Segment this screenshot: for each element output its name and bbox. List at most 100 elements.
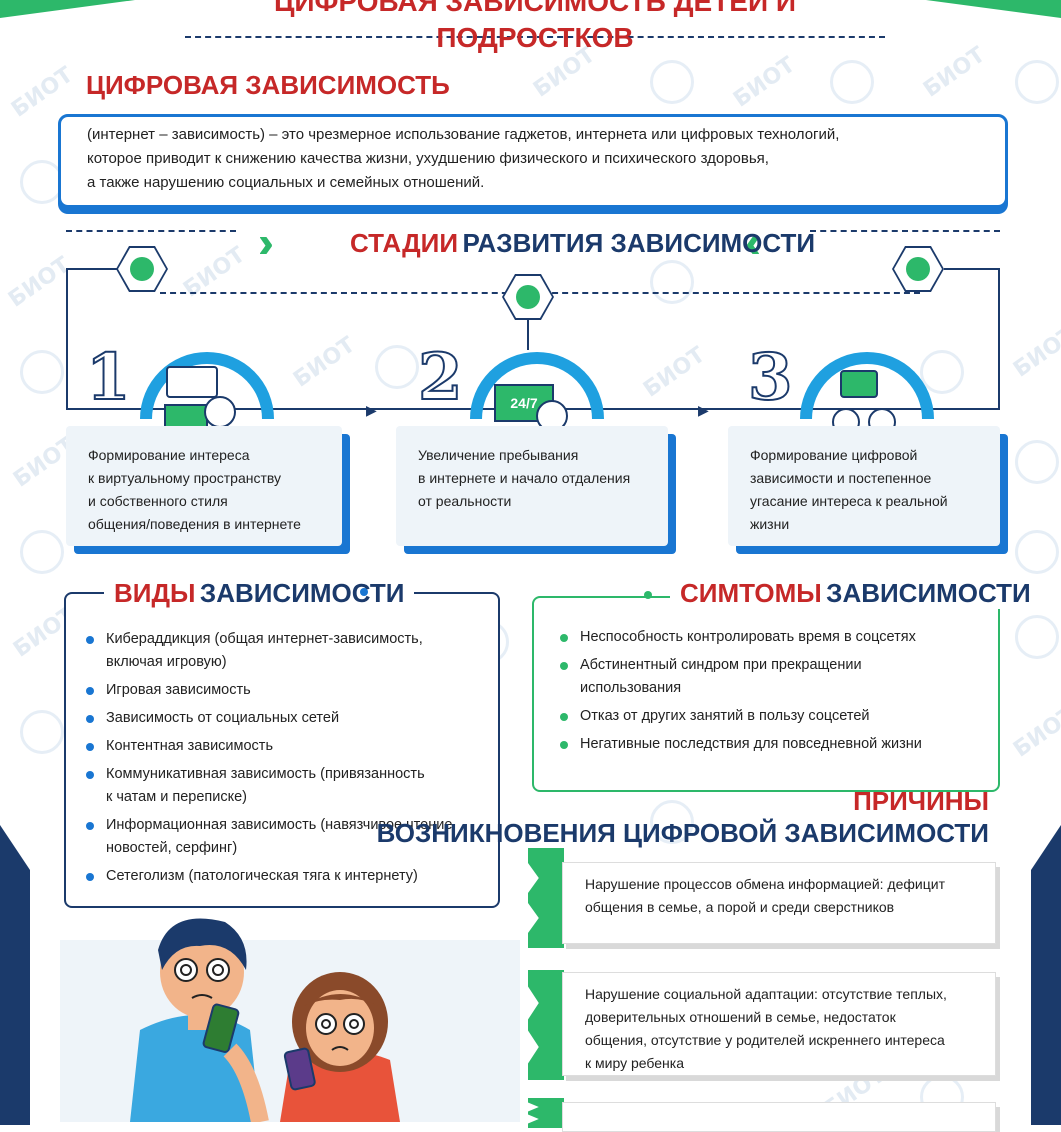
watermark-text: БИОТ [1009, 322, 1061, 383]
watermark-text: БИОТ [639, 342, 710, 403]
stage-text: Формирование цифровой [750, 447, 918, 463]
stage-text: зависимости и постепенное [750, 470, 932, 486]
symptoms-title: СИМТОМЫ ЗАВИСИМОСТИ [670, 578, 1041, 609]
cause-text: Нарушение процессов обмена информацией: … [585, 876, 945, 892]
stage-card-2: Увеличение пребывания в интернете и нача… [396, 426, 668, 546]
stage-text: общения/поведения в интернете [88, 516, 301, 532]
watermark-seal-icon [650, 260, 694, 304]
watermark-seal-icon [1015, 530, 1059, 574]
types-item: Кибераддикция (общая интернет-зависимост… [82, 628, 482, 674]
symptoms-item: Неспособность контролировать время в соц… [556, 626, 986, 649]
cause-text: доверительных отношений в семье, недоста… [585, 1009, 896, 1025]
watermark-seal-icon [375, 345, 419, 389]
definition-line: которое приводит к снижению качества жиз… [87, 150, 769, 167]
causes-title-blue: ВОЗНИКНОВЕНИЯ ЦИФРОВОЙ ЗАВИСИМОСТИ [376, 818, 989, 848]
cause-text: общения в семье, а порой и среди сверстн… [585, 899, 895, 915]
hex-node-icon [502, 274, 554, 320]
watermark-text: БИОТ [1009, 702, 1061, 763]
watermark-seal-icon [650, 60, 694, 104]
side-accent-left [0, 825, 30, 1125]
watermark-text: БИОТ [729, 52, 800, 113]
definition-line: (интернет – зависимость) – это чрезмерно… [87, 126, 840, 143]
stage-text: и собственного стиля [88, 493, 228, 509]
connector-line [527, 320, 529, 350]
watermark-seal-icon [20, 350, 64, 394]
thought-screen-icon [840, 370, 878, 398]
symptoms-title-red: СИМТОМЫ [680, 578, 822, 608]
symptoms-item: Негативные последствия для повседневной … [556, 733, 986, 756]
corner-accent-left [0, 0, 135, 18]
watermark-seal-icon [1015, 615, 1059, 659]
corner-accent-right [926, 0, 1061, 18]
types-title-red: ВИДЫ [114, 578, 196, 608]
symptoms-box [532, 596, 1000, 792]
stage-text: к виртуальному пространству [88, 470, 282, 486]
types-title: ВИДЫ ЗАВИСИМОСТИ [104, 578, 415, 609]
watermark-seal-icon [1015, 440, 1059, 484]
stage-text: в интернете и начало отдаления [418, 470, 631, 486]
symptoms-title-blue: ЗАВИСИМОСТИ [826, 578, 1031, 608]
stages-title: СТАДИИ РАЗВИТИЯ ЗАВИСИМОСТИ [350, 228, 815, 259]
symptoms-list: Неспособность контролировать время в соц… [556, 626, 986, 761]
stages-dashed-line [810, 230, 1000, 232]
types-item: Игровая зависимость [82, 679, 482, 702]
dot-marker-icon [644, 591, 652, 599]
stage-number: 3 [747, 339, 794, 416]
stage-text: Увеличение пребывания [418, 447, 579, 463]
definition-title: ЦИФРОВАЯ ЗАВИСИМОСТЬ [86, 70, 450, 100]
connector-line [944, 268, 1000, 410]
hex-node-icon [116, 246, 168, 292]
stage-text: жизни [750, 516, 790, 532]
kids-with-phones-illustration [130, 918, 400, 1122]
page-title: ЦИФРОВАЯ ЗАВИСИМОСТЬ ДЕТЕЙ И ПОДРОСТКОВ [185, 0, 885, 53]
arrow-right-icon: ▶ [366, 402, 377, 418]
cause-tab-icon [528, 848, 564, 948]
cause-tab-icon [528, 970, 564, 1080]
cause-text: общения, отсутствие у родителей искренне… [585, 1032, 945, 1048]
cause-card-1: Нарушение процессов обмена информацией: … [562, 862, 996, 944]
watermark-seal-icon [920, 350, 964, 394]
stages-title-blue: РАЗВИТИЯ ЗАВИСИМОСТИ [462, 228, 816, 258]
hex-node-icon [892, 246, 944, 292]
types-box [64, 592, 500, 908]
definition-text: (интернет – зависимость) – это чрезмерно… [87, 123, 1005, 195]
watermark-text: БИОТ [4, 252, 75, 313]
watermark-text: БИОТ [919, 42, 990, 103]
chevron-right-icon: ››› [258, 218, 274, 267]
types-item: Контентная зависимость [82, 735, 482, 758]
stage-card-3: Формирование цифровой зависимости и пост… [728, 426, 1000, 546]
stage-card-1: Формирование интереса к виртуальному про… [66, 426, 342, 546]
watermark-text: БИОТ [289, 332, 360, 393]
person-head-icon [204, 396, 236, 428]
cause-tab-icon [528, 1098, 564, 1128]
types-title-blue: ЗАВИСИМОСТИ [199, 578, 405, 608]
cause-card-3 [562, 1102, 996, 1132]
connector-line [66, 268, 118, 410]
arrow-right-icon: ▶ [698, 402, 709, 418]
watermark-seal-icon [20, 530, 64, 574]
types-list: Кибераддикция (общая интернет-зависимост… [82, 628, 482, 893]
watermark-seal-icon [650, 800, 694, 844]
stages-dashed-line [66, 230, 236, 232]
cause-text: к миру ребенка [585, 1055, 684, 1071]
stage-number: 1 [85, 339, 132, 416]
dot-marker-icon [360, 588, 368, 596]
watermark-seal-icon [830, 60, 874, 104]
cause-card-2: Нарушение социальной адаптации: отсутств… [562, 972, 996, 1076]
definition-box: (интернет – зависимость) – это чрезмерно… [58, 114, 1008, 208]
page-title-text: ЦИФРОВАЯ ЗАВИСИМОСТЬ ДЕТЕЙ И ПОДРОСТКОВ [273, 0, 797, 53]
symptoms-item: Отказ от других занятий в пользу соцсете… [556, 705, 986, 728]
types-item: Зависимость от социальных сетей [82, 707, 482, 730]
watermark-seal-icon [1015, 60, 1059, 104]
stages-title-red: СТАДИИ [350, 228, 459, 258]
watermark-seal-icon [20, 710, 64, 754]
side-accent-right [1031, 825, 1061, 1125]
stage-text: угасание интереса к реальной [750, 493, 948, 509]
stage-text: Формирование интереса [88, 447, 250, 463]
stage-text: от реальности [418, 493, 512, 509]
types-item: Информационная зависимость (навязчивое ч… [82, 814, 482, 860]
causes-title-red: ПРИЧИНЫ [853, 786, 989, 816]
types-item: Коммуникативная зависимость (привязаннос… [82, 763, 482, 809]
stage-number: 2 [417, 339, 464, 416]
